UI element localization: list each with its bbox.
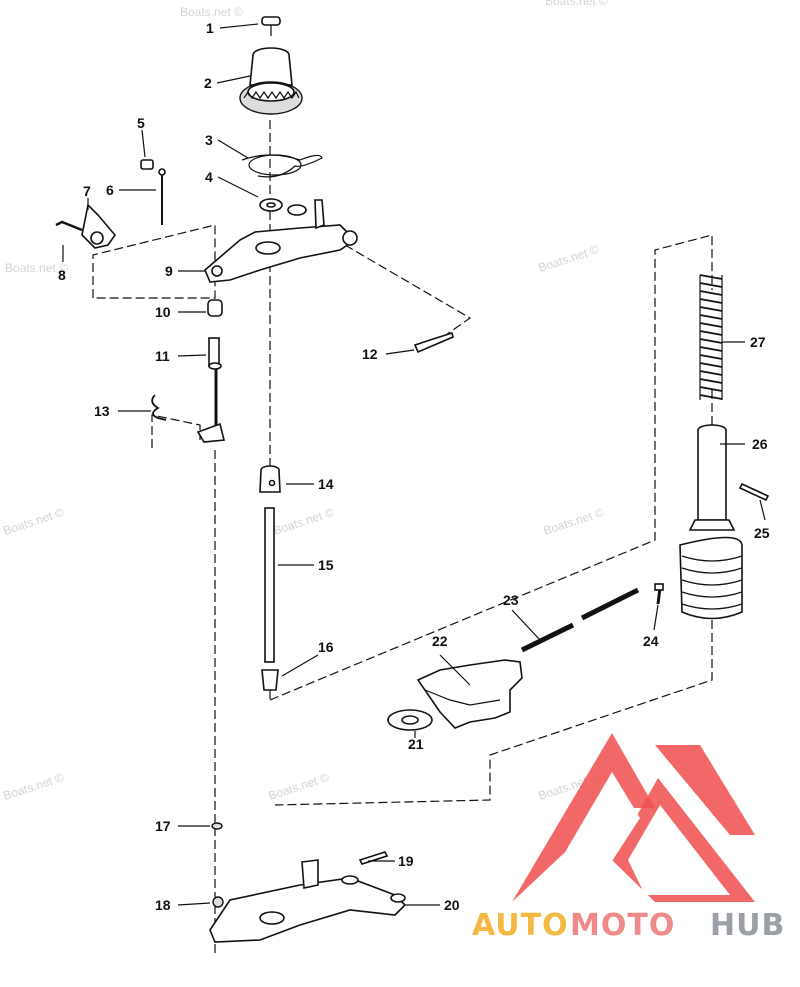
part-17-retainer — [211, 822, 223, 830]
part-7-clamp — [81, 203, 117, 249]
callout-19: 19 — [398, 853, 414, 869]
watermark-text: Boats.net © — [5, 261, 68, 275]
part-3-spring-clip — [241, 154, 323, 178]
part-25-pin — [738, 482, 770, 502]
callout-21: 21 — [408, 736, 424, 752]
callout-26: 26 — [752, 436, 768, 452]
callout-1: 1 — [206, 20, 214, 36]
part-13-clip — [151, 394, 167, 421]
part-22-handle — [416, 659, 523, 729]
watermark-text: Boats.net © — [2, 505, 66, 538]
callout-6: 6 — [106, 182, 114, 198]
callout-18: 18 — [155, 897, 171, 913]
callout-5: 5 — [137, 115, 145, 131]
part-26-tube — [679, 424, 743, 620]
part-16-connector — [261, 669, 279, 691]
callout-14: 14 — [318, 476, 334, 492]
part-18-nut — [212, 896, 224, 908]
part-14-connector — [259, 465, 281, 493]
callout-22: 22 — [432, 633, 448, 649]
logo-text-moto: MOTO — [570, 908, 675, 943]
part-21-washer — [387, 709, 433, 731]
watermark-text: Boats.net © — [267, 770, 331, 803]
callout-12: 12 — [362, 346, 378, 362]
logo-text-hub: HUB — [710, 908, 785, 943]
watermark-text: Boats.net © — [537, 242, 601, 275]
part-12-screw — [413, 331, 454, 354]
automotohub-logo: AUTO MOTO HUB — [472, 733, 785, 943]
part-15-rod — [264, 507, 275, 663]
part-5-screw — [140, 159, 154, 170]
part-4-washer — [259, 198, 283, 212]
part-23-threaded-rod — [520, 587, 640, 653]
watermark-text: Boats.net © — [272, 505, 336, 538]
callout-13: 13 — [94, 403, 110, 419]
part-19-pin — [358, 851, 389, 865]
callout-15: 15 — [318, 557, 334, 573]
callout-25: 25 — [754, 525, 770, 541]
logo-text-auto: AUTO — [472, 908, 569, 943]
part-9-lever-plate — [204, 199, 358, 283]
callout-10: 10 — [155, 304, 171, 320]
callout-labels: 1 2 3 4 5 6 7 8 9 10 11 12 13 14 15 16 1… — [58, 20, 770, 913]
callout-27: 27 — [750, 334, 766, 350]
callout-3: 3 — [205, 132, 213, 148]
part-24-screw — [654, 583, 664, 605]
watermark-text: Boats.net © — [180, 5, 243, 19]
callout-4: 4 — [205, 169, 213, 185]
callout-20: 20 — [444, 897, 460, 913]
part-10-bushing — [207, 299, 223, 317]
callout-11: 11 — [155, 348, 170, 364]
part-2-gear — [239, 47, 303, 115]
watermark-text: Boats.net © — [545, 0, 608, 8]
part-6-pin — [158, 168, 166, 225]
callout-23: 23 — [503, 592, 519, 608]
callout-7: 7 — [83, 183, 91, 199]
callout-16: 16 — [318, 639, 334, 655]
part-11-shift-rod — [196, 337, 226, 443]
part-27-spring — [699, 274, 723, 400]
callout-17: 17 — [155, 818, 171, 834]
callout-24: 24 — [643, 633, 659, 649]
callout-2: 2 — [204, 75, 212, 91]
part-20-lower-lever — [209, 859, 407, 943]
part-1-screw — [261, 16, 281, 36]
callout-8: 8 — [58, 267, 66, 283]
callout-9: 9 — [165, 263, 173, 279]
part-8-screw — [55, 220, 83, 232]
watermark-text: Boats.net © — [2, 770, 66, 803]
leader-lines — [62, 23, 766, 906]
watermark-text: Boats.net © — [542, 505, 606, 538]
